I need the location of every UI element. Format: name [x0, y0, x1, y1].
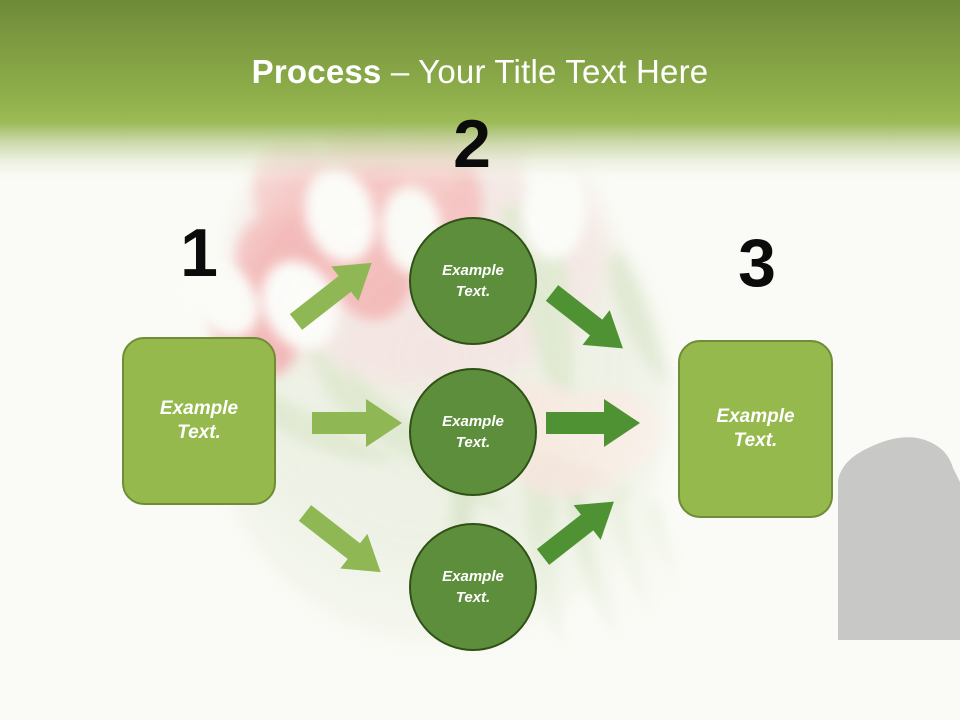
- step-circle-middle-label-line2: Text.: [455, 434, 491, 451]
- step-circle-top-label: Example Text.: [442, 260, 504, 302]
- step-circle-top-label-line2: Text.: [455, 283, 491, 300]
- step-box-1-label-line2: Text.: [177, 422, 221, 443]
- grey-silhouette-shape: [820, 390, 960, 640]
- step-circle-top-label-line1: Example: [442, 262, 504, 279]
- step-box-3[interactable]: Example Text.: [678, 340, 833, 518]
- step-circle-middle-label: Example Text.: [442, 411, 504, 453]
- step-box-3-label-line1: Example: [716, 406, 795, 427]
- page-title: Process – Your Title Text Here: [0, 52, 960, 92]
- step-box-1[interactable]: Example Text.: [122, 337, 276, 505]
- step-number-2: 2: [453, 106, 491, 182]
- step-circle-middle-label-line1: Example: [442, 413, 504, 430]
- step-circle-bottom-label-line2: Text.: [455, 589, 491, 606]
- step-circle-middle[interactable]: Example Text.: [409, 368, 537, 496]
- step-circle-bottom-label-line1: Example: [442, 568, 504, 585]
- page-title-bold: Process: [251, 53, 382, 90]
- step-box-3-label: Example Text.: [716, 405, 794, 453]
- step-number-3: 3: [738, 225, 776, 301]
- step-box-1-label-line1: Example: [159, 398, 239, 419]
- step-circle-bottom[interactable]: Example Text.: [409, 523, 537, 651]
- step-circle-top[interactable]: Example Text.: [409, 217, 537, 345]
- step-box-3-label-line2: Text.: [733, 430, 778, 451]
- step-circle-bottom-label: Example Text.: [442, 566, 504, 608]
- step-number-1: 1: [180, 215, 218, 291]
- page-title-rest: – Your Title Text Here: [381, 53, 709, 90]
- step-box-1-label: Example Text.: [160, 397, 238, 445]
